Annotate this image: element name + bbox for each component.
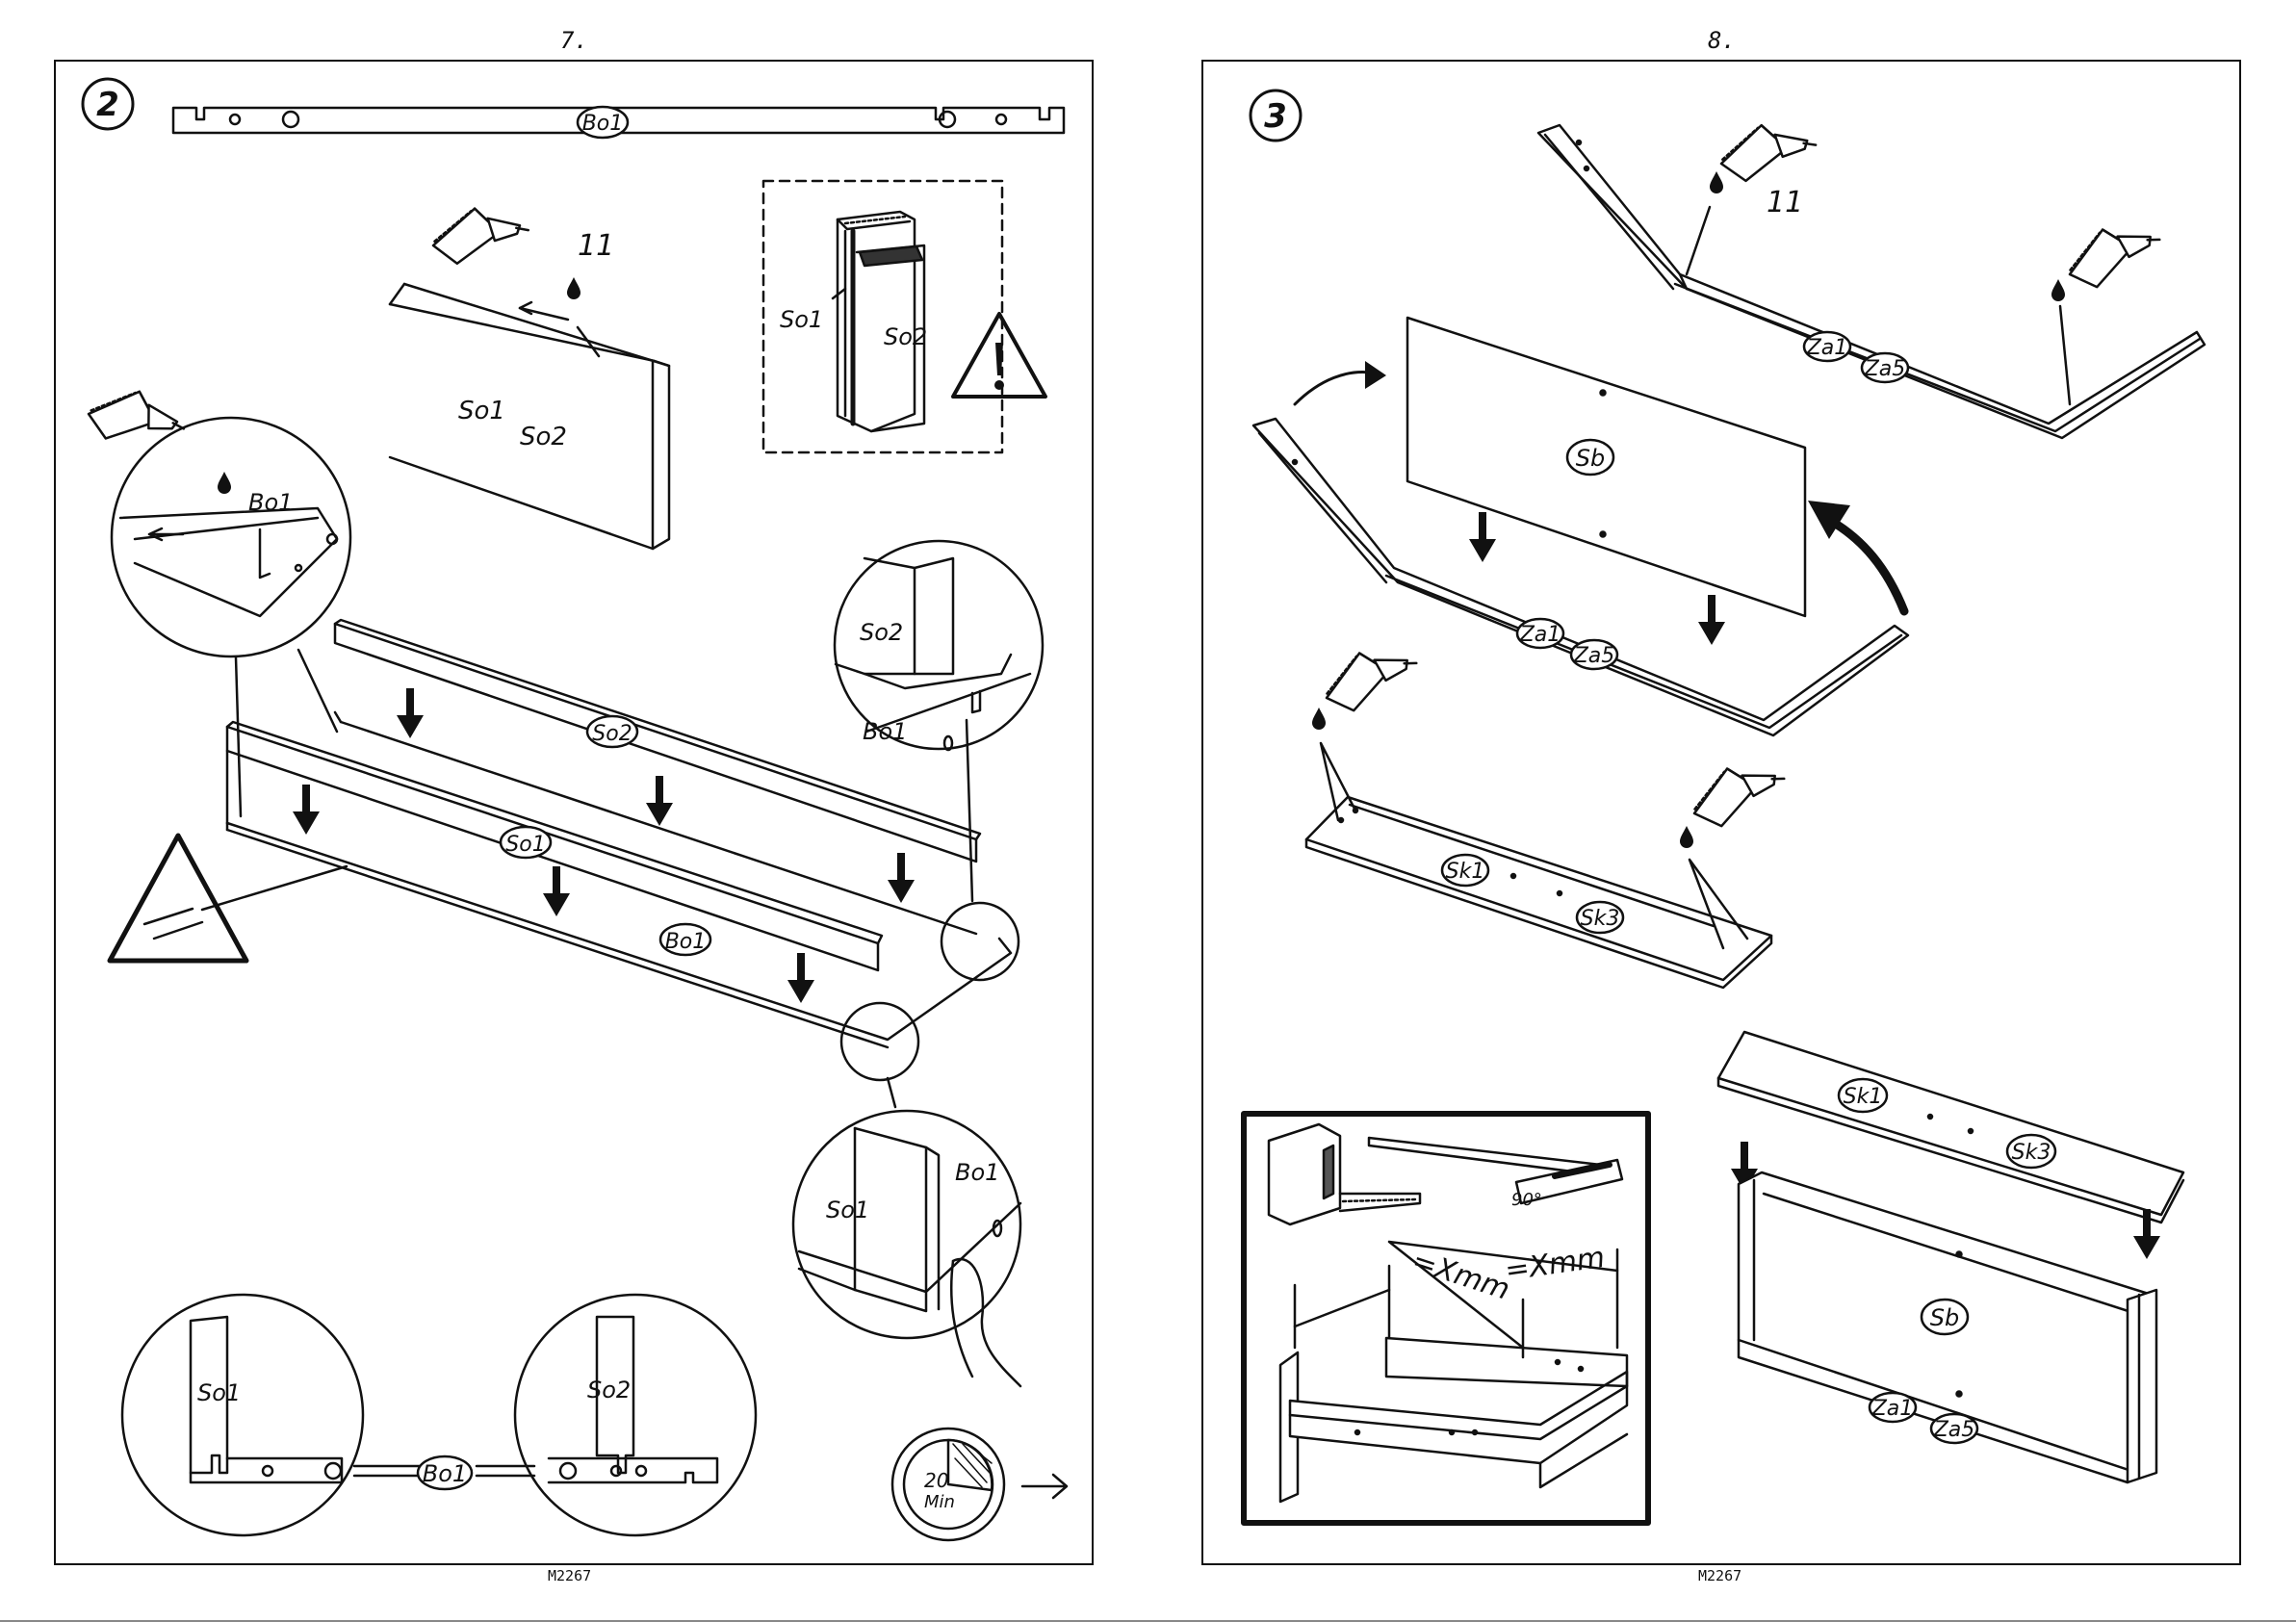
step-3-badge: 3 [1251,90,1301,141]
glue-tube-icon [429,201,532,266]
svg-text:So2: So2 [860,619,903,646]
detail-circle-left: Bo1 [112,418,350,657]
svg-text:So1: So1 [826,1197,869,1223]
frame-top: Za1 Za5 [1538,125,2205,438]
timer-icon: 20 Min [892,1429,1004,1540]
svg-text:Sb: Sb [1930,1304,1959,1331]
final-assembly: Sk1 Sk3 Sb Za1 Za5 [1718,1032,2183,1482]
svg-text:So1: So1 [780,306,823,333]
main-assembly: So2 So1 Bo1 [227,620,1019,1107]
detail-circle-finger: Bo1 So1 [793,1111,1020,1386]
step-number: 2 [96,86,119,124]
svg-text:=Xmm: =Xmm [1503,1241,1607,1288]
svg-text:11: 11 [578,229,614,263]
svg-text:Za5: Za5 [1933,1418,1975,1442]
svg-text:20: 20 [924,1469,948,1492]
svg-text:Sb: Sb [1576,445,1605,472]
detail-circle-bottom-right: So2 [515,1295,756,1535]
svg-text:So1: So1 [197,1379,241,1406]
svg-text:90°: 90° [1511,1190,1542,1210]
svg-text:So2: So2 [587,1377,631,1403]
warning-triangle-icon [110,836,347,961]
svg-text:Bo1: Bo1 [955,1159,999,1186]
back-panel-sb: Sb [1407,318,1805,616]
svg-text:Bo1: Bo1 [665,930,707,954]
svg-text:Bo1: Bo1 [423,1460,467,1487]
svg-text:Sk1: Sk1 [1844,1085,1883,1109]
svg-text:3: 3 [1264,97,1287,136]
curved-arrow-left [1295,361,1386,404]
detail-circle-right-top: So2 Bo1 [835,541,1043,750]
warning-triangle-icon [953,314,1045,397]
curved-arrow-right [1808,501,1904,611]
svg-text:Sk1: Sk1 [1446,860,1485,884]
svg-text:Bo1: Bo1 [863,718,907,745]
plank-stack: So1 So2 [390,284,669,549]
top-rail-bo1: Bo1 [173,107,1064,138]
svg-text:Sk3: Sk3 [1581,907,1620,931]
svg-text:Za5: Za5 [1864,357,1906,381]
svg-text:So2: So2 [520,423,567,451]
svg-text:Bo1: Bo1 [582,112,624,136]
detail-circle-bottom-left: So1 [122,1295,363,1535]
svg-text:Za1: Za1 [1871,1397,1914,1421]
svg-text:Bo1: Bo1 [248,489,293,516]
svg-text:Za5: Za5 [1573,644,1615,668]
svg-text:11: 11 [1767,186,1803,219]
svg-text:Za1: Za1 [1806,336,1848,360]
svg-text:So1: So1 [505,833,545,857]
measure-inset: 90° =Xmm =Xmm [1244,1114,1648,1523]
svg-text:So2: So2 [592,722,632,746]
svg-text:So1: So1 [458,397,505,425]
svg-text:So2: So2 [884,323,927,350]
profile-detail-box: So1 So2 [763,181,1002,452]
step-2-badge: 2 [83,79,133,129]
next-arrow-icon [1022,1475,1067,1498]
svg-text:Za1: Za1 [1519,623,1561,647]
svg-text:Min: Min [924,1492,955,1512]
svg-text:Sk3: Sk3 [2012,1141,2051,1165]
tape-measure-icon [1269,1124,1420,1224]
